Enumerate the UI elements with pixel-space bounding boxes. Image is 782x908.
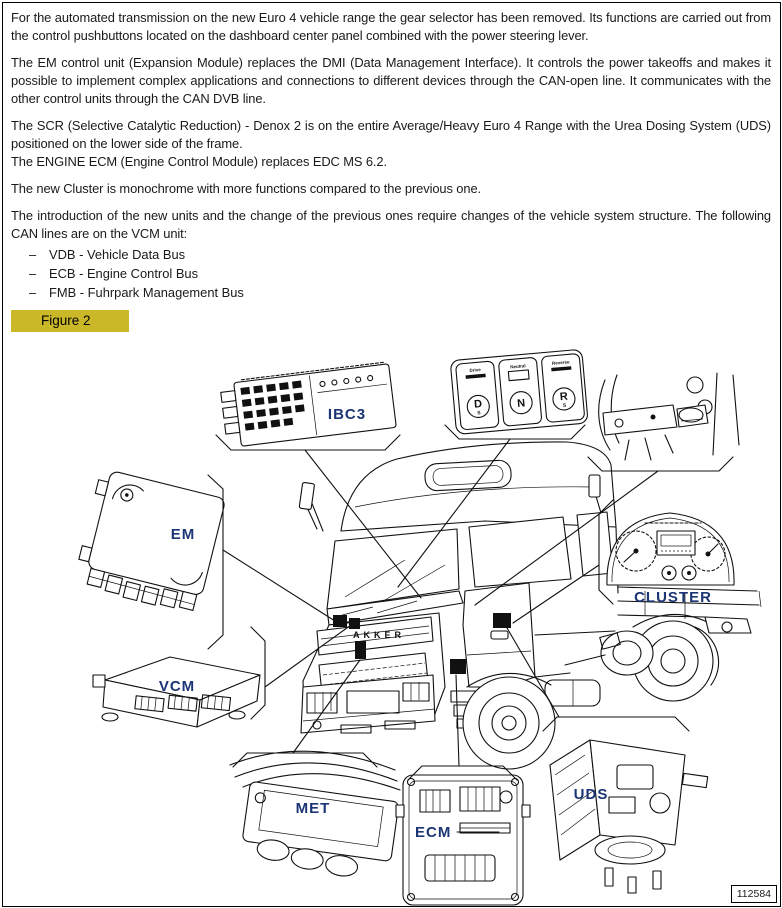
vcm-module: VCM (92, 656, 261, 728)
callout-bracket-uds (542, 716, 690, 732)
ecm-module: ECM (395, 774, 531, 906)
doc-text: For the automated transmission on the ne… (11, 9, 771, 332)
leader-line-met (292, 659, 361, 754)
callout-bracket-vcm (250, 626, 266, 720)
cluster-label: CLUSTER (634, 589, 712, 606)
leader-line-ecm (455, 674, 460, 767)
em-module: EM (78, 471, 225, 611)
ibc3-label: IBC3 (328, 406, 366, 423)
paragraph-structure: The introduction of the new units and th… (11, 208, 771, 241)
cluster-display (656, 530, 696, 556)
figure-number: 112584 (736, 888, 771, 900)
ecm-label: ECM (415, 824, 451, 841)
callout-bracket-ibc3 (215, 434, 401, 451)
bullet-dash: – (29, 247, 37, 262)
list-item: – ECB - Engine Control Bus (11, 264, 771, 283)
list-item: – VDB - Vehicle Data Bus (11, 245, 771, 264)
figure-number-box: 112584 (730, 885, 777, 903)
drive-button-subletter: S (477, 410, 482, 416)
leader-line-cluster (512, 564, 600, 624)
leader-line-vcm (264, 624, 352, 688)
reverse-button-letter: R (559, 391, 568, 404)
cluster-illustration: CLUSTER (606, 512, 735, 606)
neutral-button-letter: N (517, 397, 526, 410)
ibc3-module: IBC3 (220, 361, 397, 447)
truck-illustration: AKKER (298, 441, 762, 770)
callout-bracket-em (207, 474, 224, 650)
met-label: MET (296, 800, 331, 817)
neutral-button-header: Neutral (510, 363, 526, 369)
leader-line-uds (506, 627, 560, 718)
leader-line-ibc3 (304, 449, 422, 599)
callout-bracket-cluster (598, 499, 614, 605)
paragraph-ecm: The ENGINE ECM (Engine Control Module) r… (11, 154, 387, 169)
leader-line-em (222, 549, 336, 622)
callout-bracket-pushbuttons (444, 424, 586, 440)
callout-bracket-met (232, 752, 378, 768)
paragraph-cluster: The new Cluster is monochrome with more … (11, 181, 481, 196)
list-item-text: ECB - Engine Control Bus (49, 266, 199, 281)
bullet-dash: – (29, 266, 37, 281)
list-item-text: VDB - Vehicle Data Bus (49, 247, 186, 262)
met-module: MET (229, 750, 401, 877)
leader-line-lever (474, 470, 659, 606)
reverse-button-header: Reverse (552, 359, 570, 366)
list-item-text: FMB - Fuhrpark Management Bus (49, 285, 244, 300)
paragraph-em: The EM control unit (Expansion Module) r… (11, 55, 771, 106)
drive-button-letter: D (474, 398, 483, 411)
figure-caption: Figure 2 (41, 313, 91, 328)
figure-diagram: AKKER (78, 349, 762, 906)
callout-bracket-lever (587, 456, 734, 472)
paragraph-transmission: For the automated transmission on the ne… (11, 10, 771, 43)
callout-bracket-ecm (407, 765, 518, 781)
vcm-label: VCM (159, 678, 195, 695)
can-lines-list: – VDB - Vehicle Data Bus – ECB - Engine … (11, 245, 771, 302)
uds-module: UDS (549, 739, 709, 894)
figure-label-bar: Figure 2 (11, 310, 129, 332)
steering-column-lever (598, 372, 740, 461)
gear-pushbutton-panel: Drive D S Neutral N Reverse R S (450, 349, 588, 435)
connection-points (333, 613, 511, 674)
bullet-dash: – (29, 285, 37, 300)
reverse-button-subletter: S (563, 403, 568, 409)
uds-label: UDS (574, 786, 609, 803)
leader-line-pushbuttons (397, 438, 511, 588)
drive-button-header: Drive (469, 367, 481, 373)
grille-badge: AKKER (353, 630, 405, 640)
list-item: – FMB - Fuhrpark Management Bus (11, 283, 771, 302)
speedometer-gauge (615, 530, 657, 572)
em-label: EM (171, 526, 196, 543)
paragraph-scr: The SCR (Selective Catalytic Reduction) … (11, 118, 771, 151)
